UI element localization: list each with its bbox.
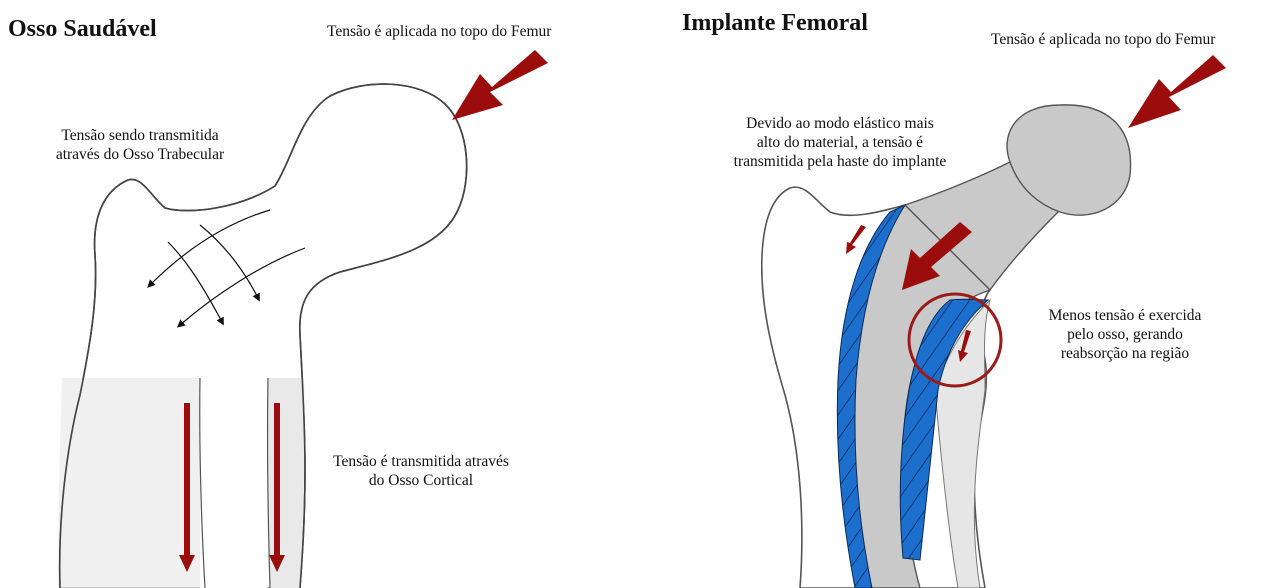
- label-stem-line1: Devido ao modo elástico mais: [700, 114, 980, 133]
- cortical-arrow-left-shaft: [184, 403, 190, 558]
- medullary-canal: [200, 378, 268, 588]
- load-arrow-left: [452, 50, 548, 120]
- load-arrow-right: [1128, 55, 1226, 128]
- label-stem: Devido ao modo elástico mais alto do mat…: [700, 114, 980, 171]
- label-top-stress-left: Tensão é aplicada no topo do Femur: [327, 22, 551, 41]
- label-resorption: Menos tensão é exercida pelo osso, geran…: [1020, 306, 1230, 363]
- label-stem-line2: alto do material, a tensão é: [700, 133, 980, 152]
- title-healthy-bone: Osso Saudável: [8, 16, 157, 43]
- label-trabecular: Tensão sendo transmitida através do Osso…: [20, 126, 260, 164]
- label-cortical-line2: do Osso Cortical: [296, 471, 546, 490]
- label-top-stress-right: Tensão é aplicada no topo do Femur: [991, 30, 1215, 49]
- label-resorption-line2: pelo osso, gerando: [1020, 325, 1230, 344]
- label-cortical: Tensão é transmitida através do Osso Cor…: [296, 452, 546, 490]
- label-trabecular-line1: Tensão sendo transmitida: [20, 126, 260, 145]
- label-resorption-line3: reabsorção na região: [1020, 344, 1230, 363]
- label-cortical-line1: Tensão é transmitida através: [296, 452, 546, 471]
- label-trabecular-line2: através do Osso Trabecular: [20, 145, 260, 164]
- label-stem-line3: transmitida pela haste do implante: [700, 152, 980, 171]
- cortical-arrow-right-shaft: [274, 403, 280, 558]
- title-femoral-implant: Implante Femoral: [682, 10, 868, 37]
- label-resorption-line1: Menos tensão é exercida: [1020, 306, 1230, 325]
